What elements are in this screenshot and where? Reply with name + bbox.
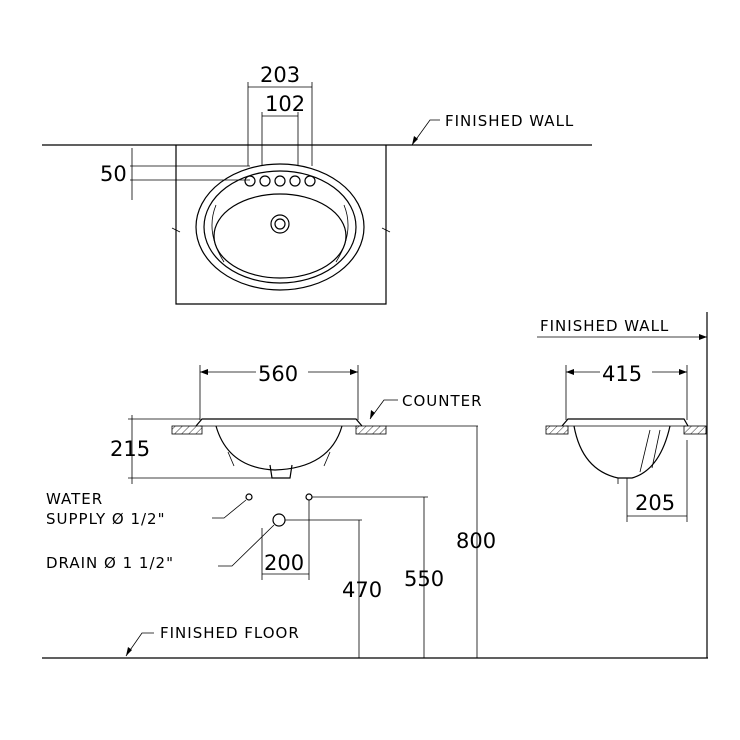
water-supply-point — [305, 493, 313, 501]
basin-rim-outer — [195, 163, 365, 291]
water-supply-label: WATER — [46, 490, 103, 508]
dim-102: 102 — [265, 92, 305, 116]
dim-415: 415 — [602, 362, 642, 386]
drain-hole-inner — [274, 218, 286, 230]
dim-800: 800 — [456, 529, 496, 553]
leader-arrow-icon — [412, 136, 418, 145]
finished-floor-label: FINISHED FLOOR — [160, 624, 300, 642]
dim-200: 200 — [264, 551, 304, 575]
water-supply-size: SUPPLY Ø 1/2" — [46, 510, 166, 528]
break-mark-right — [381, 227, 391, 233]
tap-hole — [304, 175, 316, 187]
tap-hole — [274, 175, 286, 187]
basin-rim-inner — [203, 170, 357, 284]
counter-right — [355, 425, 387, 435]
dim-550: 550 — [404, 567, 444, 591]
side-basin-rim — [561, 418, 689, 427]
tap-hole — [244, 175, 256, 187]
counter-outline — [175, 145, 387, 305]
side-elevation: FINISHED WALL 415 205 — [537, 312, 708, 658]
basin-rim — [195, 418, 363, 427]
tap-hole — [259, 175, 271, 187]
finished-wall-top-label: FINISHED WALL — [445, 112, 574, 130]
drain-label: DRAIN Ø 1 1/2" — [46, 554, 174, 572]
side-counter-right — [683, 425, 707, 435]
drain-point — [272, 513, 286, 527]
side-basin-bowl — [573, 425, 671, 479]
basin-overflow-left — [211, 204, 225, 263]
side-counter-left — [545, 425, 569, 435]
counter-left — [171, 425, 203, 435]
finished-wall-side-label: FINISHED WALL — [540, 317, 669, 335]
dim-470: 470 — [342, 578, 382, 602]
drain-hole-outer — [270, 214, 290, 234]
water-supply-point — [245, 493, 253, 501]
plan-view: FINISHED WALL 203 102 50 — [42, 63, 592, 305]
finished-wall-leader — [411, 119, 440, 146]
counter-label: COUNTER — [402, 392, 483, 410]
dim-205: 205 — [635, 491, 675, 515]
basin-overflow-right — [335, 204, 349, 263]
dim-560: 560 — [258, 362, 298, 386]
dim-215: 215 — [110, 437, 150, 461]
dim-50: 50 — [100, 162, 127, 186]
break-mark-left — [171, 227, 181, 233]
basin-drain-outlet — [269, 464, 293, 479]
basin-bowl — [213, 193, 347, 279]
dim-203: 203 — [260, 63, 300, 87]
basin-bowl-front — [215, 425, 343, 471]
tap-hole — [289, 175, 301, 187]
front-elevation: 560 COUNTER 215 WATER SUPPLY Ø 1/2" DRAI… — [42, 360, 708, 659]
